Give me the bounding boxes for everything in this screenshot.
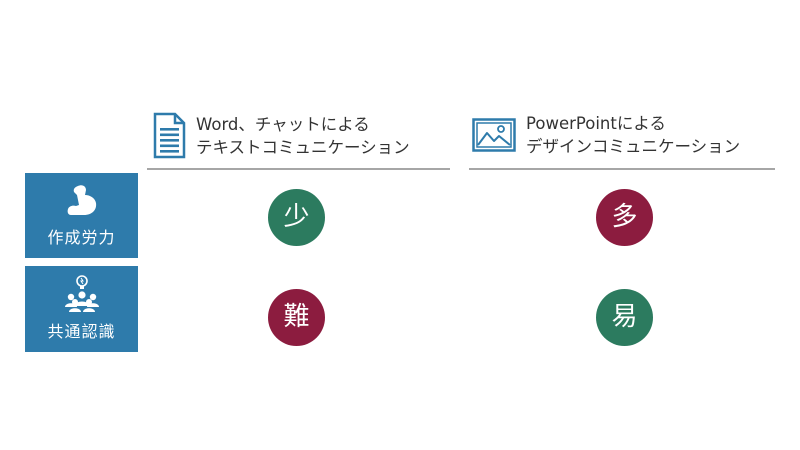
column-title-line1: Word、チャットによる <box>196 114 370 134</box>
column-title: Word、チャットによる テキストコミュニケーション <box>196 113 410 159</box>
column-title-line2: デザインコミュニケーション <box>526 137 741 156</box>
column-header-word-chat: Word、チャットによる テキストコミュニケーション <box>153 112 410 159</box>
rating-circle-consensus-powerpoint: 易 <box>596 289 653 346</box>
row-header-effort: 作成労力 <box>25 173 138 258</box>
column-title-line1: PowerPointによる <box>526 114 666 133</box>
rating-circle-effort-powerpoint: 多 <box>596 189 653 246</box>
row-label: 作成労力 <box>47 228 116 247</box>
column-title: PowerPointによる デザインコミュニケーション <box>526 112 740 158</box>
row-label: 共通認識 <box>47 322 116 341</box>
column-divider <box>147 168 450 170</box>
column-divider <box>469 168 775 170</box>
row-header-consensus: 共通認識 <box>25 266 138 352</box>
column-header-powerpoint: PowerPointによる デザインコミュニケーション <box>472 112 740 158</box>
rating-circle-effort-word: 少 <box>268 189 325 246</box>
team-idea-icon <box>64 275 99 312</box>
rating-circle-consensus-word: 難 <box>268 289 325 346</box>
column-title-line2: テキストコミュニケーション <box>196 137 410 157</box>
flexed-arm-icon <box>67 185 96 215</box>
picture-icon <box>472 118 516 152</box>
document-icon <box>153 112 186 159</box>
